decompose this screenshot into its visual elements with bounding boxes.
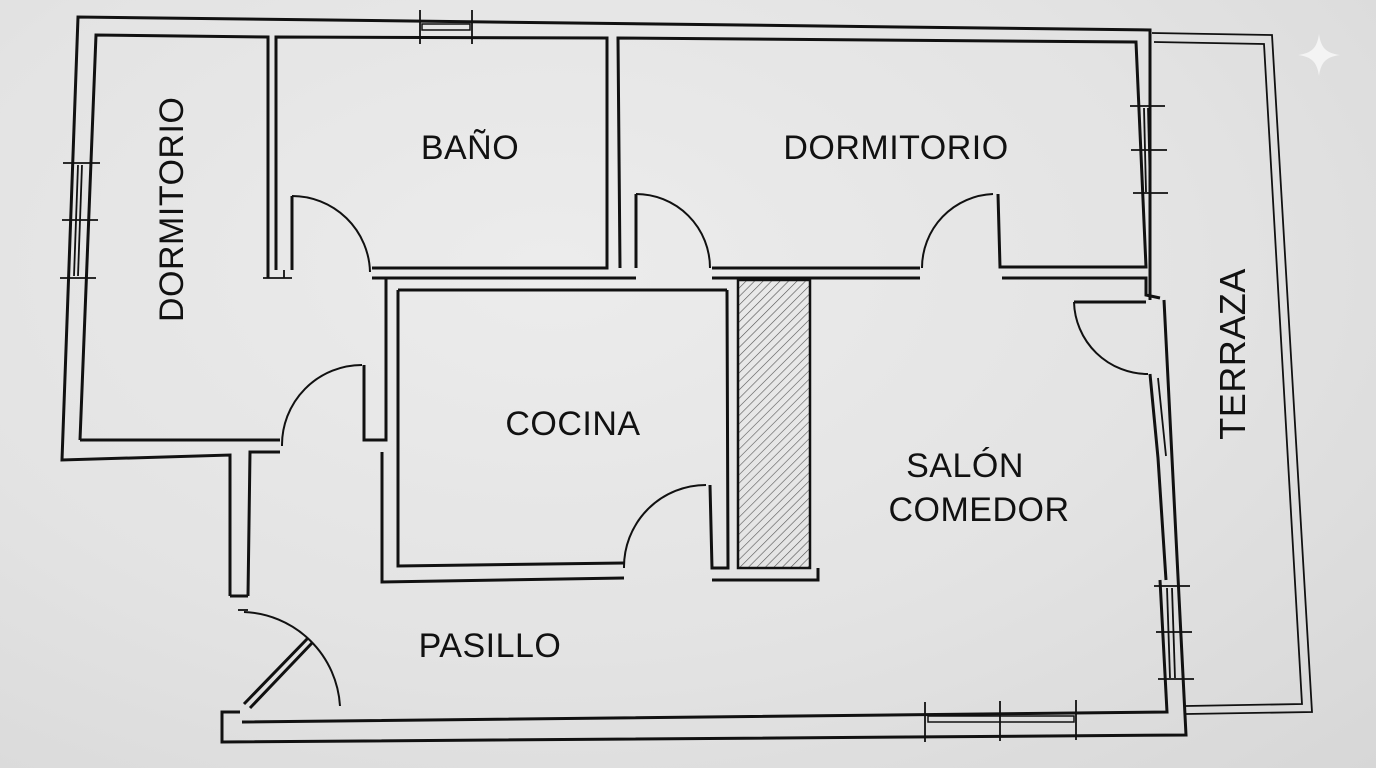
exterior-walls [60,15,1188,744]
kitchen-walls [280,276,820,584]
room-label-salon: SALÓN [906,447,1024,485]
terrace-walls [1151,32,1313,715]
terrace-door [1073,300,1168,581]
window-right-dormitorio [1130,105,1168,194]
room-label-dormitorio-right: DORMITORIO [783,129,1009,167]
bedroom-right-walls [616,36,1161,300]
room-label-pasillo: PASILLO [418,627,562,665]
room-label-dormitorio-left: DORMITORIO [153,96,191,322]
room-label-bano: BAÑO [420,129,520,167]
window-salon-right [1154,585,1194,680]
window-top-bano [419,10,473,44]
room-label-comedor: COMEDOR [888,491,1070,529]
window-salon-bottom [924,700,1077,742]
entrance-door [230,594,341,710]
bathroom-walls [263,35,609,279]
room-label-cocina: COCINA [505,405,641,443]
window-left-dormitorio [60,162,100,279]
hatched-shaft [736,278,812,570]
sparkle-icon [1298,34,1340,76]
room-label-terraza: TERRAZA [1212,268,1253,440]
